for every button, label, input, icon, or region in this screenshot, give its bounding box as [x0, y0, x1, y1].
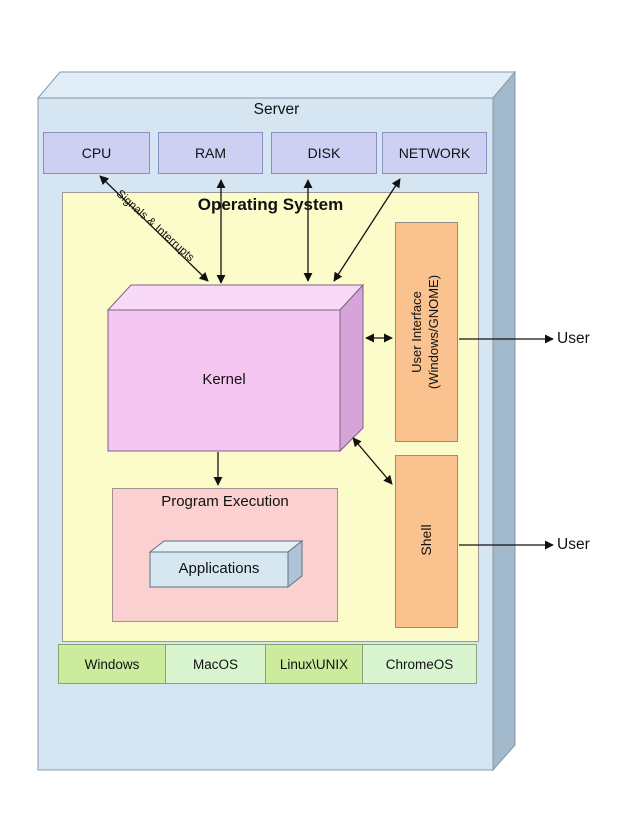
chromeos-label: ChromeOS [385, 656, 454, 672]
user-label-interface: User [557, 330, 590, 347]
linux-unix-label: Linux\UNIX [279, 656, 349, 672]
program-execution-title: Program Execution [161, 493, 289, 510]
cpu-label: CPU [81, 145, 112, 161]
windows-label: Windows [84, 656, 140, 672]
user-interface-label-line2: (Windows/GNOME) [426, 274, 441, 390]
applications-label: Applications [178, 560, 260, 577]
ram-label: RAM [194, 145, 227, 161]
windows-box: Windows [58, 644, 166, 684]
network-label: NETWORK [398, 145, 471, 161]
shell-label: Shell [418, 524, 434, 556]
server-label: Server [253, 101, 300, 118]
user-label-shell: User [557, 536, 590, 553]
os-types-row: Windows MacOS Linux\UNIX ChromeOS [58, 644, 477, 684]
user-interface-box [395, 222, 458, 442]
linux-unix-box: Linux\UNIX [265, 644, 363, 684]
user-interface-label-line1: User Interface [409, 291, 425, 373]
disk-label: DISK [307, 145, 341, 161]
network-box: NETWORK [382, 132, 487, 174]
macos-box: MacOS [165, 644, 266, 684]
shell-box [395, 455, 458, 628]
arrow-network-kernel [333, 178, 401, 282]
cpu-box: CPU [43, 132, 150, 174]
chromeos-box: ChromeOS [362, 644, 477, 684]
ram-box: RAM [158, 132, 263, 174]
arrow-kernel-shell [352, 437, 393, 485]
kernel-label: Kernel [202, 371, 246, 388]
macos-label: MacOS [192, 656, 238, 672]
user-interface-label: User Interface (Windows/GNOME) [404, 222, 448, 442]
applications-front-face [149, 551, 289, 588]
arrow-cpu-kernel [99, 175, 209, 282]
kernel-front-face [107, 309, 341, 452]
disk-box: DISK [271, 132, 377, 174]
